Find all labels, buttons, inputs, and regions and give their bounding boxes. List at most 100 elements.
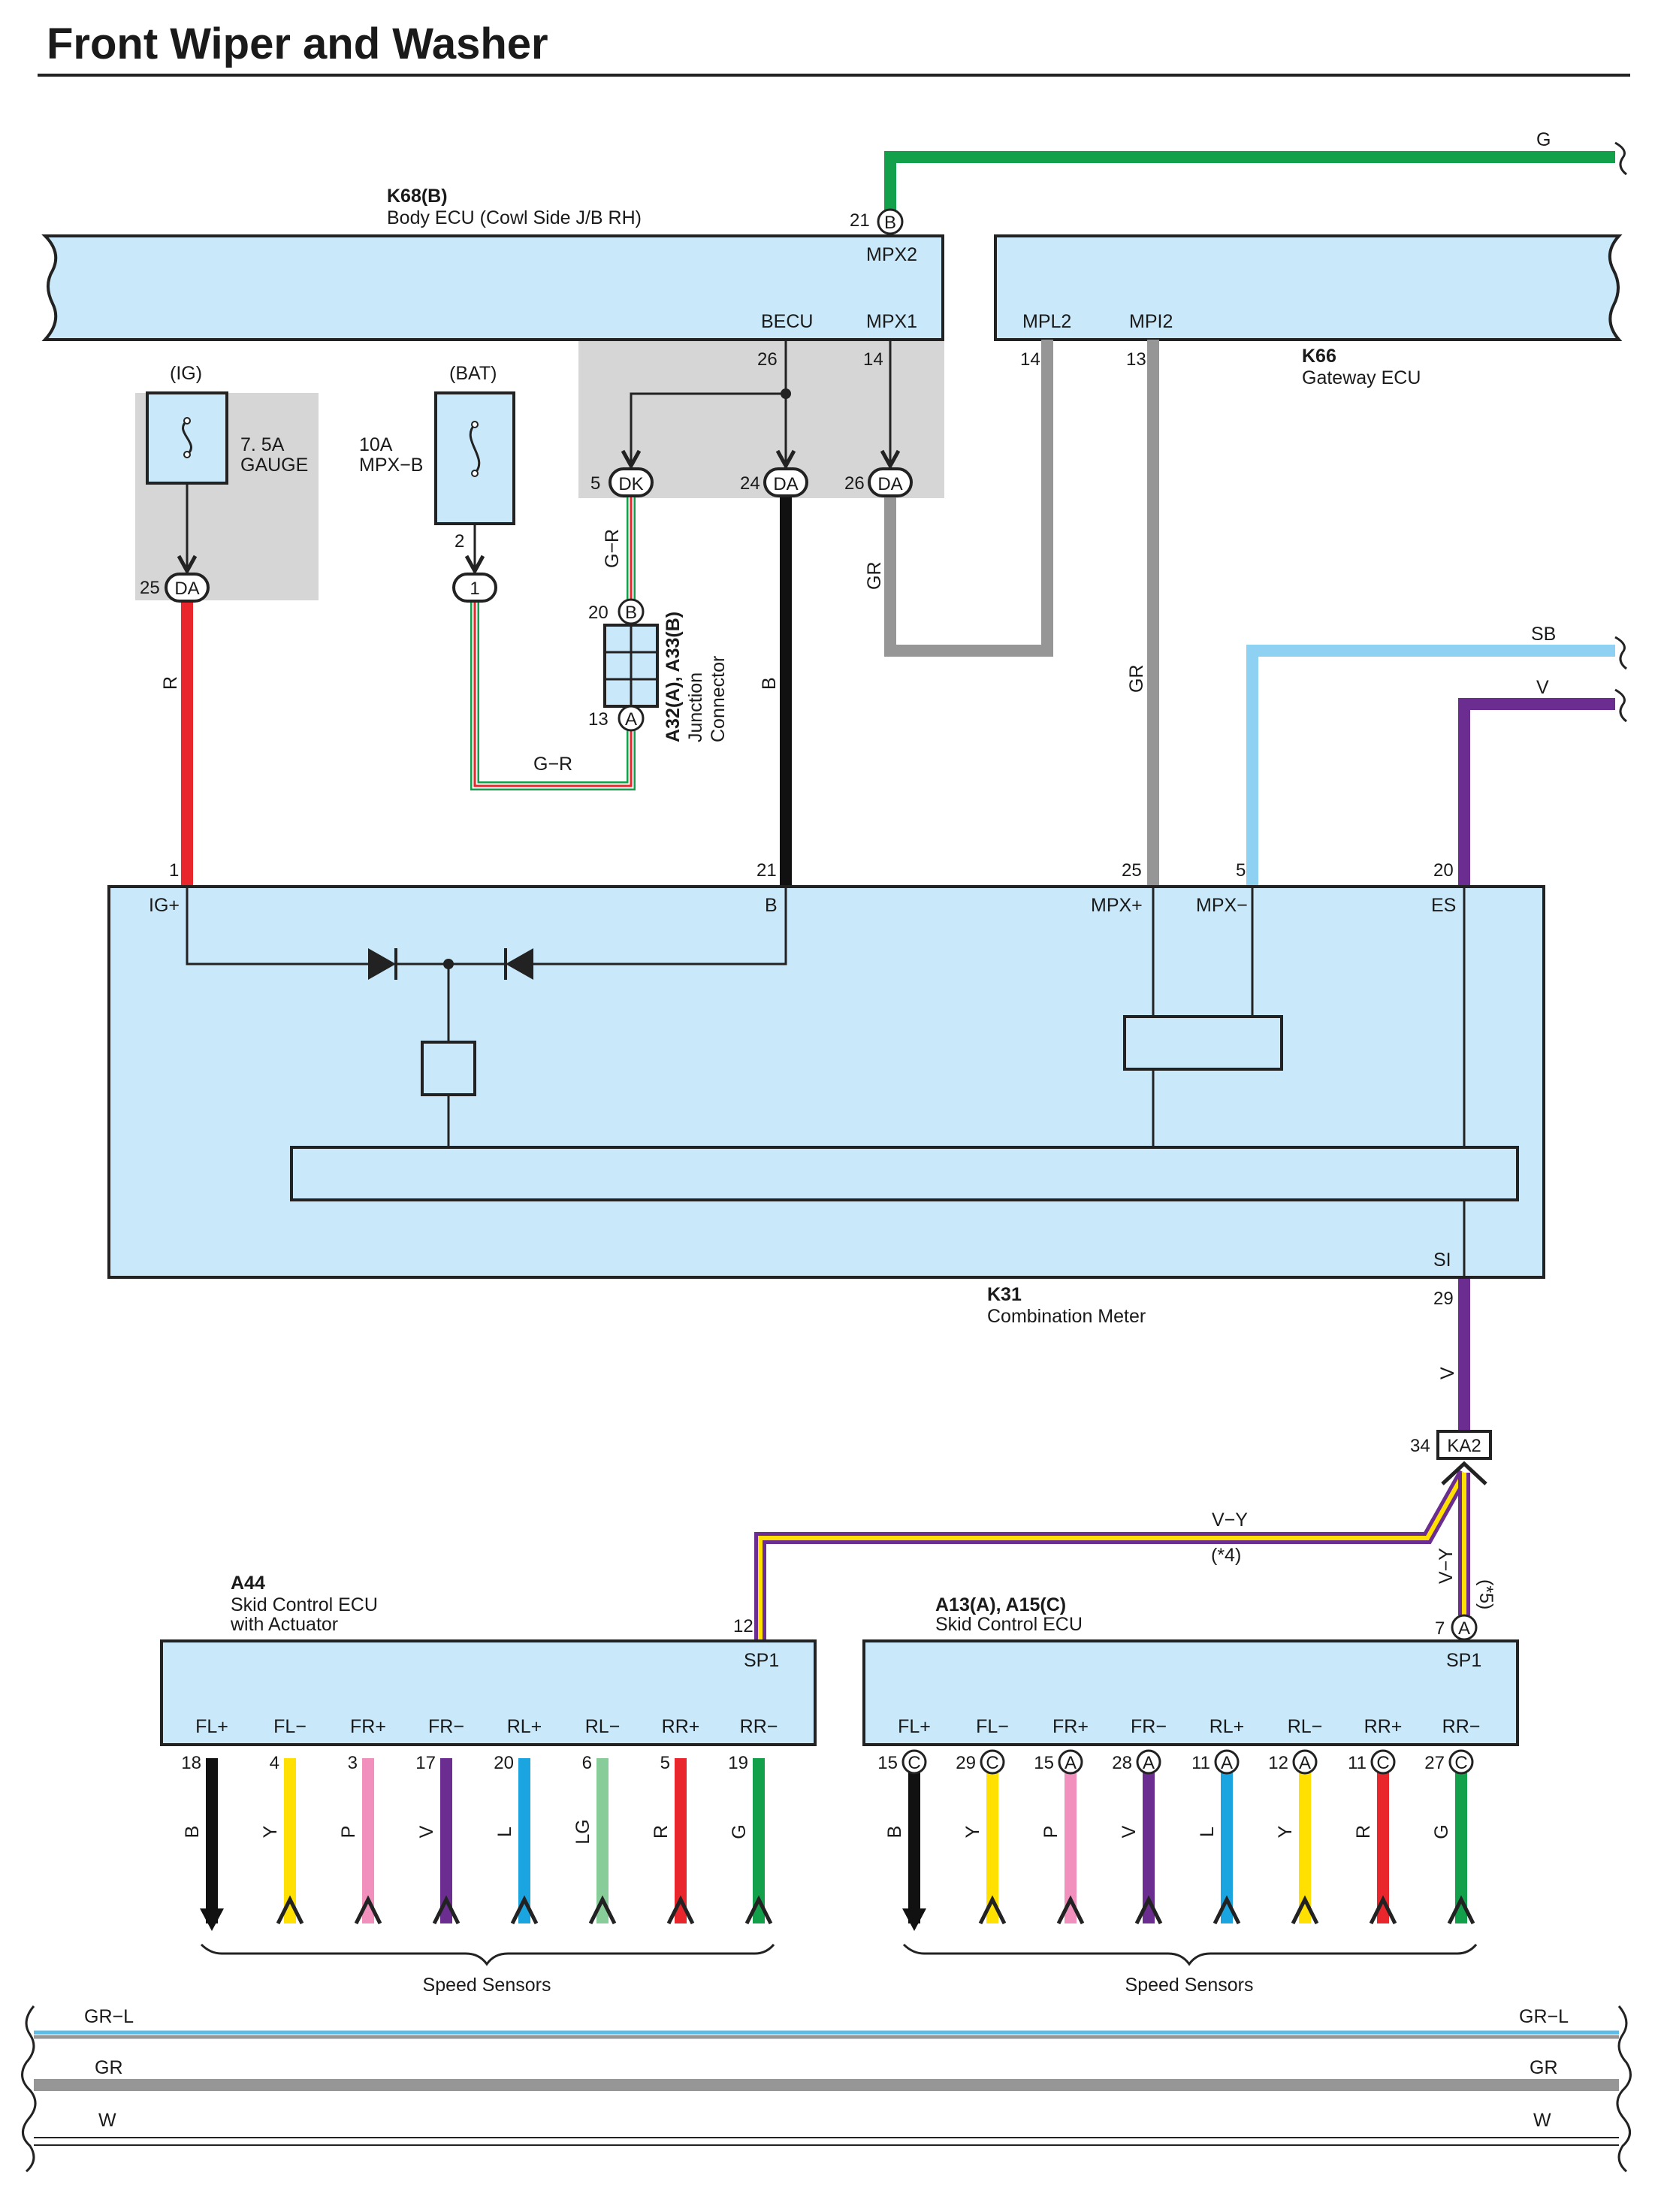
pin-jc-b-num: 20 <box>588 603 609 623</box>
a44-sensor-arrow-up <box>588 1895 617 1925</box>
wire-g-r <box>470 496 636 790</box>
bus-lines <box>21 141 1632 2173</box>
a13-code: A13(A), A15(C) <box>935 1594 1066 1615</box>
a13-box <box>862 1639 1519 1746</box>
connector-da25-label: DA <box>174 579 199 599</box>
a44-sensor-pin-label: FL+ <box>195 1716 228 1737</box>
wire-label-b: B <box>759 677 780 690</box>
a13-sensor-arrow-up <box>1369 1895 1397 1925</box>
a44-sensor-pin-label: RR+ <box>662 1716 700 1737</box>
gateway-ecu-code: K66 <box>1302 346 1336 367</box>
body-ecu-code: K68(B) <box>387 186 448 207</box>
a13-sensor-connector-label: C <box>986 1753 998 1773</box>
a44-sensor-arrow-up <box>666 1895 695 1925</box>
a13-sensor-wire-label: Y <box>1275 1825 1296 1838</box>
connector-da25 <box>165 573 210 603</box>
meter-pin-mpxp: MPX+ <box>1091 895 1143 916</box>
wire-label-g-r-vertical: G−R <box>602 529 623 568</box>
connector-jc-a <box>618 705 645 732</box>
pin-meter-ig-num: 1 <box>169 860 179 881</box>
wire-v-y <box>754 1470 1470 1641</box>
pin-dk-num: 5 <box>590 473 600 494</box>
bus-label-gr-l-right: GR−L <box>1519 2006 1569 2027</box>
a44-sensor-pin-number: 5 <box>660 1753 670 1773</box>
wire-label-sb: SB <box>1531 624 1556 645</box>
connector-dk-label: DK <box>618 474 643 494</box>
a13-sensor-connector <box>1292 1749 1318 1775</box>
body-ecu-box <box>41 234 944 341</box>
wire-label-g: G <box>1536 129 1551 150</box>
a44-sensor-arrow-up <box>744 1895 773 1925</box>
pin-mpx2-num: 21 <box>850 210 870 231</box>
wire-label-gr-mpx1: GR <box>864 562 885 591</box>
a44-sensor-arrow-up <box>510 1895 539 1925</box>
wire-label-gr-mpi2: GR <box>1126 665 1147 694</box>
a13-sensor-connector <box>1448 1749 1474 1775</box>
a13-sensor-connector <box>901 1749 927 1775</box>
meter-code: K31 <box>987 1284 1022 1305</box>
a44-sensor-wire-label: LG <box>572 1819 593 1844</box>
a13-sensor-wire-label: Y <box>962 1825 983 1838</box>
wire-label-r: R <box>160 676 181 690</box>
a13-sensor-pin-number: 29 <box>956 1753 976 1773</box>
a44-sensor-pin-label: FR+ <box>350 1716 386 1737</box>
pin-becu-num: 26 <box>757 349 778 370</box>
a13-sensor-arrow-up <box>1447 1895 1475 1925</box>
a13-sensor-pin-number: 11 <box>1191 1753 1210 1773</box>
a13-sensor-connector-label: A <box>1143 1753 1155 1773</box>
a13-speed-sensors-brace <box>902 1943 1478 1966</box>
a13-sensor-pin-label: FL− <box>976 1716 1009 1737</box>
wire-label-v: V <box>1536 677 1549 698</box>
a44-sensor-pin-number: 3 <box>348 1753 358 1773</box>
a44-sensor-wire-label: B <box>182 1826 203 1839</box>
meter-pin-mpxm: MPX− <box>1196 895 1248 916</box>
connector-jc-b-label: B <box>625 603 637 623</box>
a13-sensor-connector-label: A <box>1065 1753 1077 1773</box>
a44-sensor-arrow-up <box>276 1895 304 1925</box>
connector-ka2-label: KA2 <box>1447 1436 1481 1456</box>
fuse-bat-name: MPX−B <box>359 455 423 476</box>
a13-sensor-connector-label: C <box>1376 1753 1389 1773</box>
wire-sb <box>1246 645 1615 887</box>
a44-sensor-pin-label: RL− <box>585 1716 621 1737</box>
pin-a44-sp1-num: 12 <box>733 1616 753 1636</box>
a13-sensor-pin-number: 15 <box>877 1753 898 1773</box>
a44-sensor-wire-label: P <box>338 1826 359 1839</box>
body-ecu-pin-becu: BECU <box>761 311 813 332</box>
a13-sensor-arrow-up <box>1134 1895 1163 1925</box>
meter-name: Combination Meter <box>987 1306 1146 1327</box>
a13-name: Skid Control ECU <box>935 1614 1083 1635</box>
a13-sensor-wire-label: R <box>1353 1825 1374 1839</box>
wire-note-4: (*4) <box>1211 1545 1241 1566</box>
a44-sensor-arrow-up <box>432 1895 461 1925</box>
a13-sensor-connector-label: C <box>907 1753 920 1773</box>
fuse-bat <box>434 391 515 576</box>
meter-pin-es: ES <box>1431 895 1456 916</box>
pin-mpi2-num: 13 <box>1126 349 1146 370</box>
wire-g-mpx2 <box>884 151 1615 222</box>
body-ecu-pin-mpx1: MPX1 <box>866 311 917 332</box>
pin-meter-mpxm-num: 5 <box>1236 860 1246 881</box>
connector-da26-label: DA <box>877 474 902 494</box>
pin-meter-mpxp-num: 25 <box>1122 860 1142 881</box>
a13-sensor-pin-number: 28 <box>1112 1753 1132 1773</box>
arrow-dk <box>621 449 642 470</box>
a44-sensor-pin-number: 6 <box>582 1753 592 1773</box>
bus-label-w-left: W <box>98 2110 116 2131</box>
a44-sensor-wire-label: Y <box>260 1825 281 1838</box>
wire-label-v-y-vertical: V−Y <box>1436 1548 1457 1584</box>
a44-name-1: Skid Control ECU <box>231 1594 378 1615</box>
connector-da24-label: DA <box>773 474 798 494</box>
connector-jc-b <box>618 598 645 625</box>
a44-sensor-pin-number: 17 <box>415 1753 436 1773</box>
a13-sensor-pin-number: 12 <box>1268 1753 1288 1773</box>
junction-connector <box>603 624 659 708</box>
meter-pin-ig: IG+ <box>149 895 180 916</box>
a44-sensor-wire-label: R <box>651 1825 672 1839</box>
wire-label-g-r-horizontal: G−R <box>533 754 572 775</box>
gateway-ecu-name: Gateway ECU <box>1302 367 1421 388</box>
a44-code: A44 <box>231 1573 265 1594</box>
bus-label-gr-l-left: GR−L <box>84 2006 134 2027</box>
a44-sensor-pin-number: 19 <box>728 1753 748 1773</box>
a44-sensor-pin-label: RL+ <box>507 1716 542 1737</box>
